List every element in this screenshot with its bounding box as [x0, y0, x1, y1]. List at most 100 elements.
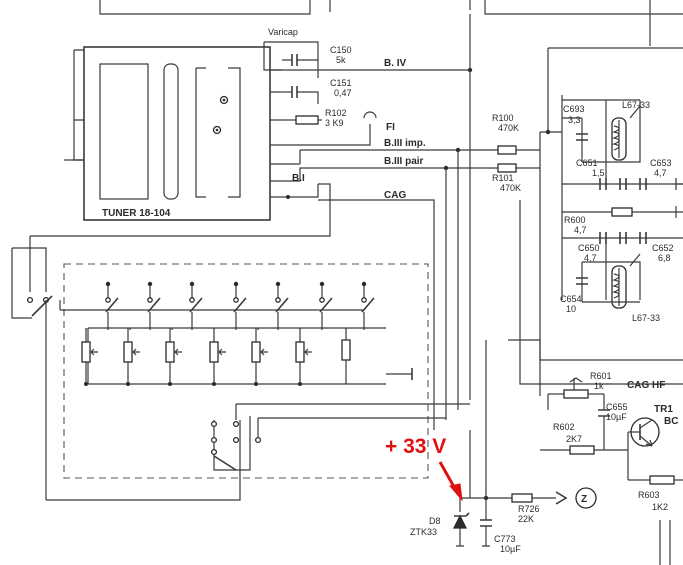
switch-node [189, 281, 195, 287]
switch-contact [233, 297, 239, 303]
r603-value: 1K2 [652, 502, 668, 512]
pot-wiper [218, 348, 226, 356]
switch-blade [233, 297, 247, 313]
c773-value: 10µF [500, 544, 521, 554]
annotation-text: + 33 V [385, 435, 446, 458]
c693-name: C693 [563, 104, 585, 114]
pot-node [298, 382, 302, 386]
preset-potentiometer [123, 341, 133, 363]
switch-blade [147, 297, 161, 313]
pot-wiper [90, 348, 98, 356]
switch-blade [275, 297, 289, 313]
c654-name: C654 [560, 294, 582, 304]
switch-blade [361, 297, 375, 313]
preset-potentiometer [81, 341, 91, 363]
voltage-annotation: + 33 V [385, 435, 463, 502]
b1-label: B.I [292, 173, 305, 184]
c650-name: C650 [578, 243, 600, 253]
preset-potentiometer [209, 341, 219, 363]
filter-section: C693 3,3 L67-33 C651 1,5 C653 4,7 R600 4… [560, 95, 683, 323]
c655-value: 10µF [606, 412, 627, 422]
switch-contact [105, 297, 111, 303]
tuner-label: TUNER 18-104 [102, 208, 171, 219]
c651-value: 1,5 [592, 168, 605, 178]
r101-value: 470K [500, 183, 521, 193]
tuner-module: TUNER 18-104 [64, 46, 282, 221]
c773-name: C773 [494, 534, 516, 544]
d8-name: D8 [429, 516, 441, 526]
c652-name: C652 [652, 243, 674, 253]
switch-blade [105, 297, 119, 313]
c653-value: 4,7 [654, 168, 667, 178]
c651-name: C651 [576, 158, 598, 168]
c150-value: 5k [336, 55, 346, 65]
preset-potentiometer [341, 339, 351, 361]
pot-node [168, 382, 172, 386]
r102: R102 3 K9 [282, 108, 347, 128]
c652-value: 6,8 [658, 253, 671, 263]
d8-value: ZTK33 [410, 527, 437, 537]
c693-value: 3,3 [568, 115, 581, 125]
b3pair-label: B.III pair [384, 156, 424, 167]
b4-label: B. IV [384, 58, 407, 69]
switch-node [233, 281, 239, 287]
pot-node [254, 382, 258, 386]
r600-value: 4,7 [574, 225, 587, 235]
b3-lines: B.III imp. R100 470K B.III pair R101 470… [282, 113, 562, 420]
switch-blade [189, 297, 203, 313]
switch-node [361, 281, 367, 287]
switch-node [147, 281, 153, 287]
r600-name: R600 [564, 215, 586, 225]
r102-value: 3 K9 [325, 118, 344, 128]
switch-node [319, 281, 325, 287]
cag-hf-stage: CAG HF R601 1k C655 10µF R602 2K7 TR1 BC… [519, 168, 683, 565]
switch-contact [147, 297, 153, 303]
program-switch-bank [60, 263, 429, 479]
b4-line: B. IV [282, 14, 473, 400]
b1-line: B.I [30, 173, 331, 237]
fi-connector: FI [282, 111, 395, 146]
c654-value: 10 [566, 304, 576, 314]
cag-line: CAG [318, 190, 435, 430]
pot-wiper [304, 348, 312, 356]
switch-contact [189, 297, 195, 303]
c151-name: C151 [330, 78, 352, 88]
switch-node [275, 281, 281, 287]
r100-name: R100 [492, 113, 514, 123]
l67b-name: L67-33 [632, 313, 660, 323]
r726-name: R726 [518, 504, 540, 514]
r601-value: 1k [594, 381, 604, 391]
preset-potentiometer [295, 341, 305, 363]
fi-label: FI [386, 122, 395, 133]
switch-contact [319, 297, 325, 303]
c653-name: C653 [650, 158, 672, 168]
pot-node [212, 382, 216, 386]
varicap-section: Varicap C150 5k C151 0,47 [263, 27, 352, 104]
top-wires [99, 0, 683, 130]
c650-value: 4,7 [584, 253, 597, 263]
r726-value: 22K [518, 514, 534, 524]
r602-name: R602 [553, 422, 575, 432]
switch-blade [319, 297, 333, 313]
bc-label: BC [664, 416, 678, 427]
r602-value: 2K7 [566, 434, 582, 444]
r101-name: R101 [492, 173, 514, 183]
c151-value: 0,47 [334, 88, 352, 98]
r102-name: R102 [325, 108, 347, 118]
zener-supply: Z R726 22K D8 ZTK33 C773 10µF [410, 339, 597, 554]
r100-value: 470K [498, 123, 519, 133]
left-bus [11, 236, 241, 501]
c150-name: C150 [330, 45, 352, 55]
c655-name: C655 [606, 402, 628, 412]
pot-node [126, 382, 130, 386]
r603-name: R603 [638, 490, 660, 500]
pot-wiper [174, 348, 182, 356]
l67a-name: L67-33 [622, 100, 650, 110]
preset-potentiometer [165, 341, 175, 363]
range-switch [210, 368, 470, 471]
preset-potentiometer [251, 341, 261, 363]
cag-hf-label: CAG HF [627, 380, 665, 391]
pot-wiper [260, 348, 268, 356]
varicap-label: Varicap [268, 27, 298, 37]
